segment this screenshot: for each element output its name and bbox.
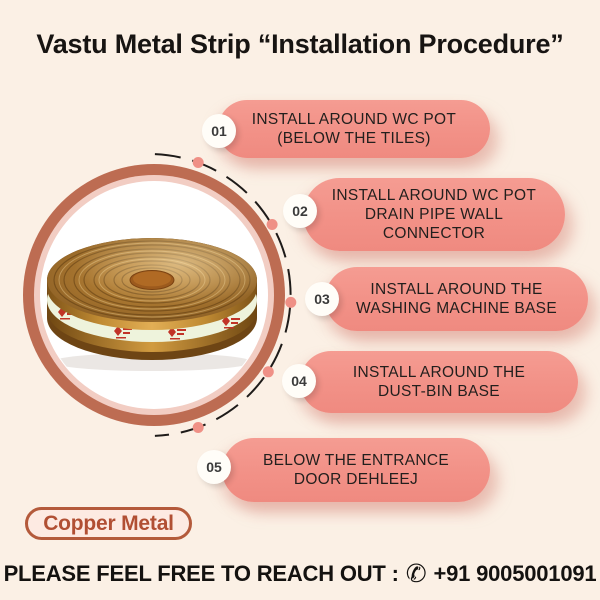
page-title: Vastu Metal Strip “Installation Procedur… (36, 29, 564, 59)
contact-label: PLEASE FEEL FREE TO REACH OUT : (3, 561, 399, 586)
step-pill-3: INSTALL AROUND THE WASHING MACHINE BASE (325, 267, 588, 331)
step-text-line: BELOW THE ENTRANCE (263, 452, 449, 469)
phone-number: +91 9005001091 (433, 561, 597, 586)
step-text-line: (BELOW THE TILES) (277, 130, 431, 147)
step-text-line: INSTALL AROUND WC POT (251, 111, 457, 128)
phone-icon: ✆ (405, 559, 427, 588)
dashed-arc (154, 153, 292, 437)
step-pill-2: INSTALL AROUND WC POT DRAIN PIPE WALL CO… (303, 178, 565, 251)
step-number-badge-1: 01 (202, 114, 236, 148)
step-text-line: DOOR DEHLEEJ (293, 471, 419, 488)
step-text-line: WASHING MACHINE BASE (356, 300, 557, 317)
step-text-line: INSTALL AROUND WC POT (331, 187, 537, 204)
copper-metal-badge: Copper Metal (25, 507, 192, 540)
copper-roll-image (47, 238, 257, 371)
step-pill-5: BELOW THE ENTRANCE DOOR DEHLEEJ (222, 438, 490, 502)
step-number-badge-3: 03 (305, 282, 339, 316)
step-text-line: INSTALL AROUND THE (352, 364, 526, 381)
step-pill-1: INSTALL AROUND WC POT (BELOW THE TILES) (218, 100, 490, 158)
step-text-line: DRAIN PIPE WALL (364, 206, 504, 223)
step-text-line: INSTALL AROUND THE (370, 281, 543, 298)
connector-dot (192, 422, 204, 433)
connector-dot (192, 157, 204, 168)
connector-dot (266, 219, 278, 230)
connector-dot (285, 296, 297, 308)
connector-dots (192, 157, 297, 433)
step-number-badge-4: 04 (282, 364, 316, 398)
step-number-badge-5: 05 (197, 450, 231, 484)
step-text-line: DUST-BIN BASE (378, 383, 500, 400)
step-text-line: CONNECTOR (382, 225, 486, 242)
step-pill-4: INSTALL AROUND THE DUST-BIN BASE (300, 351, 578, 413)
step-number-badge-2: 02 (283, 194, 317, 228)
connector-dot (262, 366, 274, 378)
contact-bar: PLEASE FEEL FREE TO REACH OUT : ✆ +91 90… (0, 561, 600, 587)
